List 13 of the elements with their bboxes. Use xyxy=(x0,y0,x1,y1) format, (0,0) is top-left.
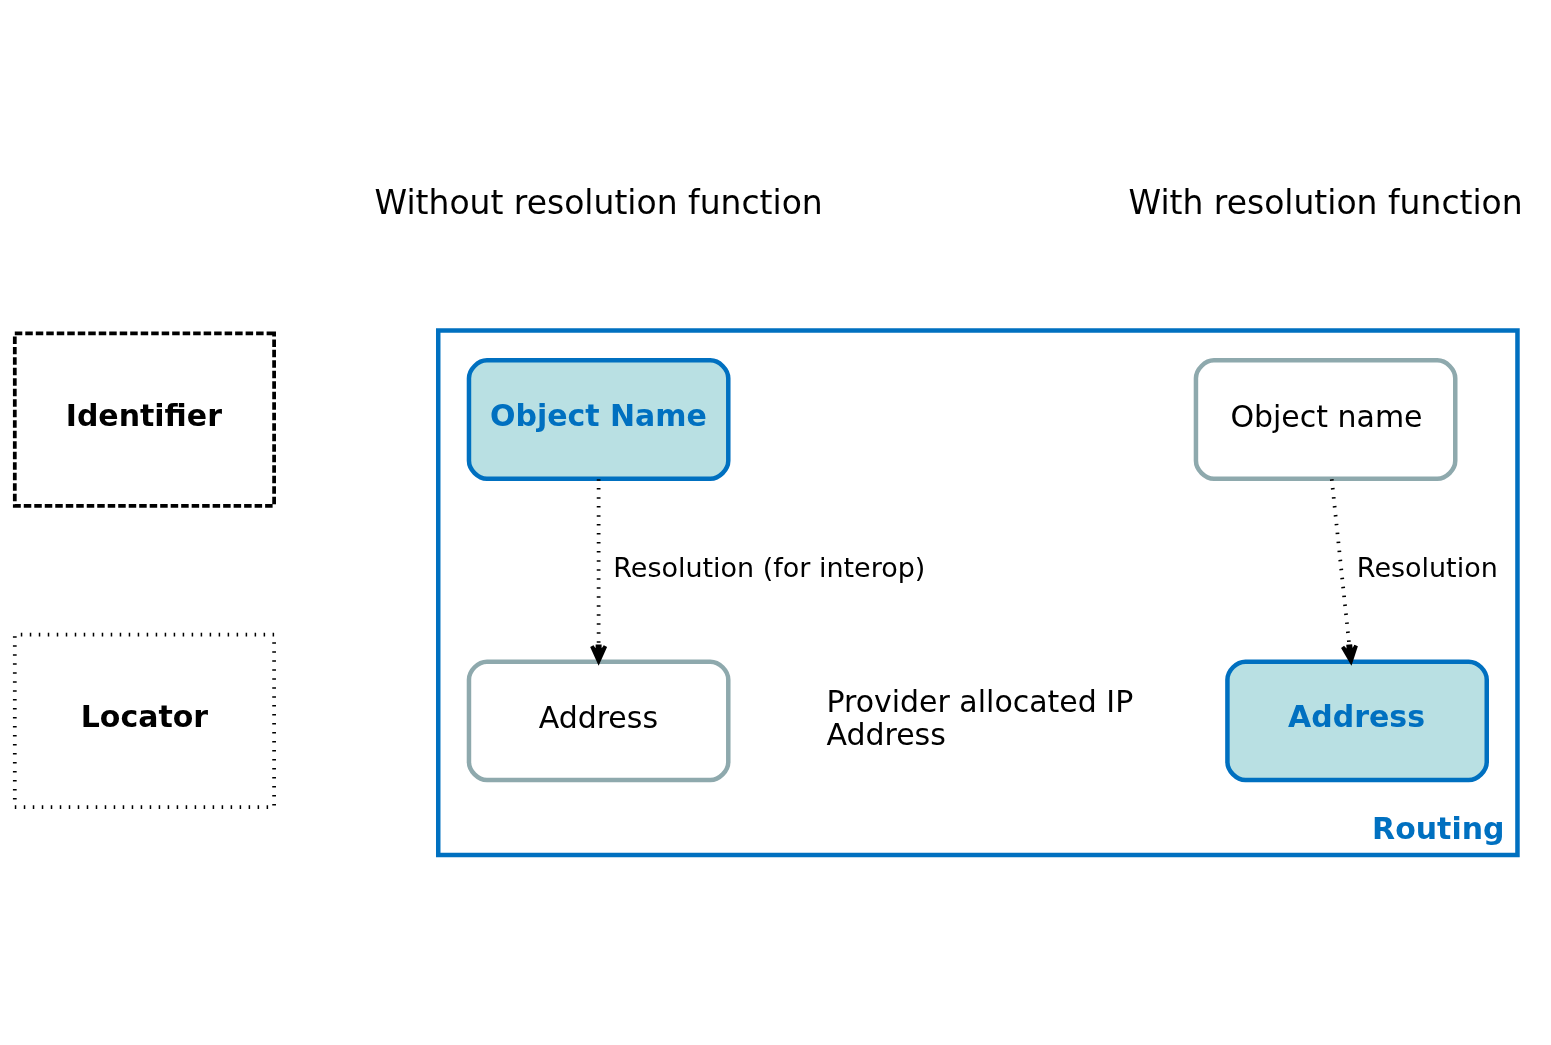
label: Without resolution function xyxy=(374,182,823,222)
arrow xyxy=(590,478,608,663)
node-box: Object Name xyxy=(466,357,731,481)
edge-label: Resolution xyxy=(1356,551,1498,583)
node-box: Identifier xyxy=(12,331,276,508)
arrow xyxy=(1329,478,1358,663)
node-box: Object name xyxy=(1193,357,1458,481)
edge-label: Resolution (for interop) xyxy=(613,551,926,583)
node-box: Address xyxy=(1225,658,1489,782)
node-box: Address xyxy=(466,658,731,782)
node-label: Provider allocated IP Address xyxy=(826,683,1134,752)
label: With resolution function xyxy=(1128,182,1523,222)
node-box: Locator xyxy=(12,632,276,809)
